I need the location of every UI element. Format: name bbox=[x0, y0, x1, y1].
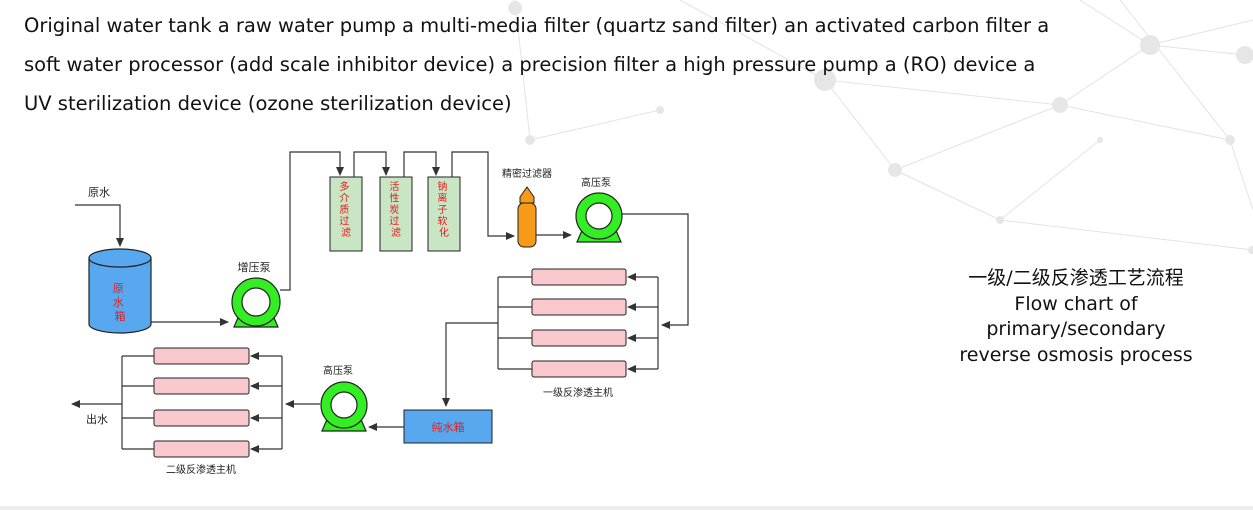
intro-line-1: Original water tank a raw water pump a m… bbox=[24, 14, 1050, 37]
ro2-unit bbox=[121, 347, 283, 458]
precision-filter-label: 精密过滤器 bbox=[502, 167, 552, 180]
booster-to-filters-line bbox=[280, 151, 344, 291]
raw-water-inlet-line bbox=[75, 204, 124, 247]
caption-zh: 一级/二级反渗透工艺流程 bbox=[968, 267, 1184, 289]
multimedia-filter: 多 介 质 过 滤 bbox=[329, 176, 363, 252]
caption-en-2: primary/secondary bbox=[986, 318, 1166, 340]
raw-tank-label: 原 水 箱 bbox=[113, 282, 128, 323]
intro-line-3: UV sterilization device (ozone steriliza… bbox=[24, 92, 512, 115]
multimedia-filter-label: 多 介 质 过 滤 bbox=[339, 180, 352, 239]
raw-water-tank: 原 水 箱 bbox=[88, 248, 152, 334]
outlet-label: 出水 bbox=[86, 412, 108, 426]
hp-pump1-label: 高压泵 bbox=[581, 176, 611, 189]
activated-carbon-filter: 活 性 炭 过 滤 bbox=[379, 176, 413, 252]
softener-label: 钠 离 子 软 化 bbox=[437, 180, 450, 239]
sodium-softener: 钠 离 子 软 化 bbox=[427, 176, 461, 252]
high-pressure-pump-1 bbox=[575, 192, 623, 243]
ro2-label: 二级反渗透主机 bbox=[166, 463, 236, 476]
bottom-divider bbox=[0, 506, 1253, 510]
ro1-unit bbox=[497, 268, 659, 378]
pure-water-tank: 纯水箱 bbox=[403, 409, 493, 444]
filter2-to-filter3-line bbox=[403, 151, 440, 177]
caption-en-3: reverse osmosis process bbox=[959, 343, 1193, 366]
ro1-to-pure-tank-line bbox=[442, 322, 498, 407]
carbon-filter-label: 活 性 炭 过 滤 bbox=[389, 181, 402, 239]
filter1-to-filter2-line bbox=[353, 151, 390, 177]
raw-water-label: 原水 bbox=[88, 186, 110, 199]
ro1-label: 一级反渗透主机 bbox=[543, 386, 613, 399]
hp-pump1-to-ro1-line bbox=[622, 213, 689, 329]
intro-line-2: soft water processor (add scale inhibito… bbox=[24, 53, 1036, 76]
high-pressure-pump-2 bbox=[320, 381, 368, 432]
precision-filter bbox=[517, 186, 537, 248]
caption-en-1: Flow chart of bbox=[1014, 292, 1138, 315]
booster-pump-label: 增压泵 bbox=[238, 260, 271, 274]
diagram-caption: 一级/二级反渗透工艺流程 Flow chart of primary/secon… bbox=[938, 266, 1214, 368]
softener-to-precision-line bbox=[451, 151, 515, 240]
hp-pump2-label: 高压泵 bbox=[323, 364, 353, 377]
pure-tank-label: 纯水箱 bbox=[432, 420, 465, 434]
intro-paragraph: Original water tank a raw water pump a m… bbox=[24, 6, 1124, 123]
booster-pump bbox=[231, 277, 281, 328]
